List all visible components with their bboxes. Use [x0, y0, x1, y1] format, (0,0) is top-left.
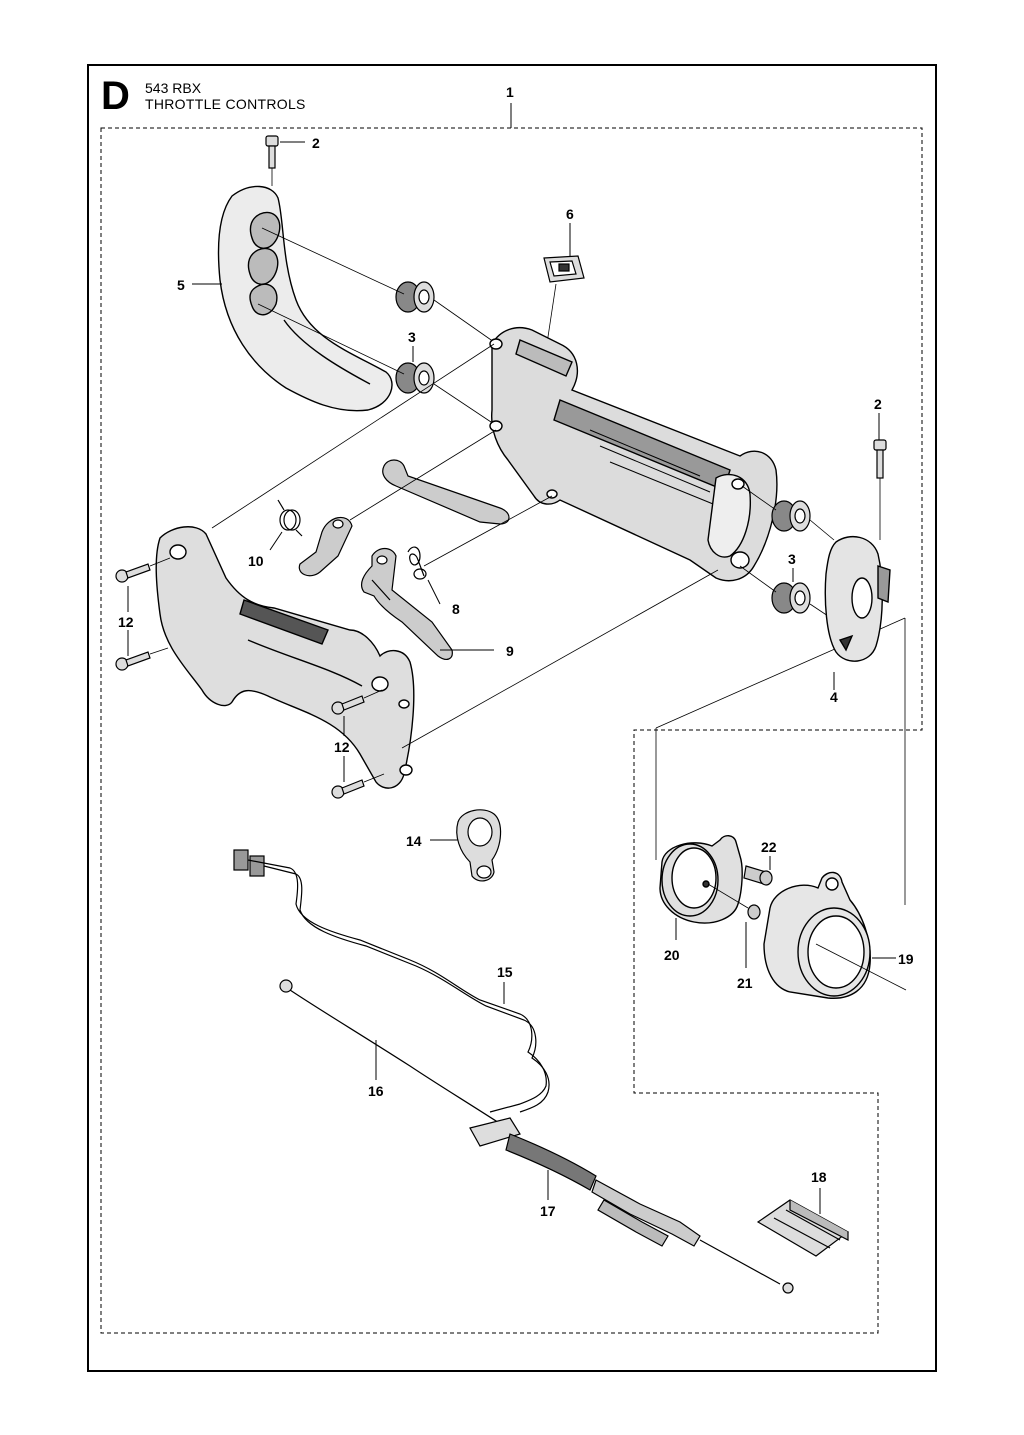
callout-3: 3 [408, 329, 416, 345]
callout-21: 21 [737, 975, 753, 991]
callout-19: 19 [898, 951, 914, 967]
callout-14: 14 [406, 833, 422, 849]
axis-spring [423, 495, 553, 567]
screw-right [873, 439, 887, 479]
axis-sleeve [815, 943, 907, 991]
clamp-nut [747, 904, 761, 920]
handle-end-cap [824, 535, 891, 662]
damper-top-right [771, 500, 811, 532]
axis-damper-2 [433, 299, 495, 343]
diagram-frame [87, 64, 937, 1372]
axis-damper-4 [433, 383, 495, 425]
cable-bracket [756, 1199, 850, 1257]
callout-18: 18 [811, 1169, 827, 1185]
handle-cover-bottom [155, 526, 415, 789]
leader-10 [269, 531, 283, 551]
callout-15: 15 [497, 964, 513, 980]
cable-assembly [469, 1117, 794, 1294]
leader-8 [427, 579, 441, 605]
diagram-title: THROTTLE CONTROLS [145, 96, 306, 112]
throttle-trigger [360, 547, 453, 660]
damper-bottom-left [395, 362, 435, 394]
callout-1: 1 [506, 84, 514, 100]
screw-axis-12d [363, 773, 385, 783]
section-letter: D [101, 74, 130, 118]
callout-16: 16 [368, 1083, 384, 1099]
throttle-lockout [298, 516, 353, 577]
axis-nut [707, 883, 749, 909]
screw-12-d [331, 779, 365, 799]
axis-damper-6 [809, 519, 835, 541]
handle-cover-top [217, 185, 393, 412]
callout-9: 9 [506, 643, 514, 659]
callout-2: 2 [874, 396, 882, 412]
callout-10: 10 [248, 553, 264, 569]
handle-tube-sleeve [763, 871, 871, 999]
throttle-lever-arm [382, 459, 510, 525]
damper-bottom-right [771, 582, 811, 614]
clamp-screw [743, 865, 773, 886]
torsion-spring [277, 499, 303, 537]
axis-front-2 [401, 569, 719, 749]
callout-22: 22 [761, 839, 777, 855]
axis-front-1 [211, 343, 495, 529]
axis-damper-3 [257, 303, 405, 375]
callout-5: 5 [177, 277, 185, 293]
callout-20: 20 [664, 947, 680, 963]
callout-17: 17 [540, 1203, 556, 1219]
model-name: 543 RBX [145, 80, 202, 96]
clamp-ring [659, 835, 743, 924]
wire-harness [233, 849, 550, 1113]
throttle-wire [279, 979, 511, 1131]
callout-8: 8 [452, 601, 460, 617]
callout-2: 2 [312, 135, 320, 151]
screw-axis-12b [149, 647, 169, 655]
callout-4: 4 [830, 689, 838, 705]
screw-axis-12a [149, 557, 171, 567]
screw-axis-12c [363, 689, 383, 699]
axis-damper-1 [261, 227, 405, 295]
axis-damper-5 [741, 485, 777, 511]
callout-6: 6 [566, 206, 574, 222]
axis-lockout [349, 429, 497, 521]
callout-12: 12 [334, 739, 350, 755]
screw-12-a [115, 563, 151, 583]
cable-clamp [456, 809, 502, 882]
damper-top-left [395, 281, 435, 313]
handle-body-rear [489, 326, 778, 582]
callout-12: 12 [118, 614, 134, 630]
trigger-spring [407, 546, 427, 580]
callout-3: 3 [788, 551, 796, 567]
axis-damper-7 [739, 565, 777, 593]
screw-12-b [115, 651, 151, 671]
stop-switch [543, 255, 585, 283]
screw-top [265, 135, 279, 169]
assembly-boundary [100, 127, 923, 1334]
screw-12-c [331, 695, 365, 715]
